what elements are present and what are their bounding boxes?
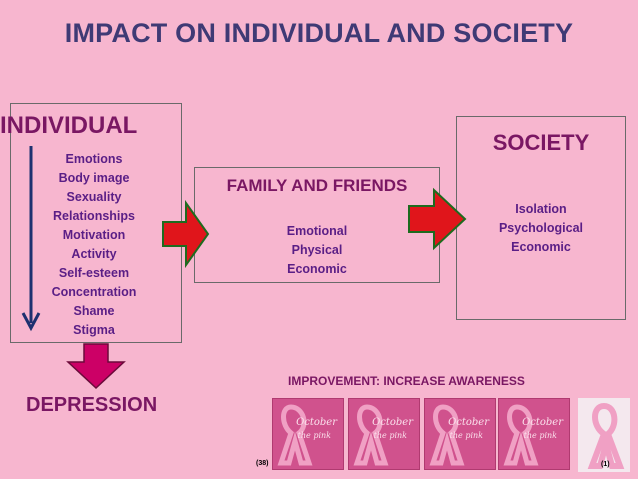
family-item: Physical (291, 243, 343, 257)
card-sub: the pink (449, 431, 483, 440)
card-brand: October (372, 417, 413, 428)
ribbon-icon (353, 404, 389, 466)
individual-item: Motivation (62, 228, 126, 242)
right-arrow-2 (408, 187, 467, 251)
card-brand: October (296, 417, 337, 428)
october-pink-card-4: October the pink (498, 398, 570, 470)
improvement-label: IMPROVEMENT: INCREASE AWARENESS (288, 374, 525, 388)
card-sub: the pink (373, 431, 407, 440)
family-heading: FAMILY AND FRIENDS (226, 176, 408, 195)
family-list: Emotional Physical Economic (194, 222, 440, 279)
citation-ribbon: (1) (601, 461, 610, 468)
society-item: Psychological (498, 221, 584, 235)
individual-list: Emotions Body image Sexuality Relationsh… (24, 150, 164, 340)
card-sub: the pink (523, 431, 557, 440)
down-line-arrow-head (21, 312, 41, 332)
society-heading: SOCIETY (492, 130, 590, 155)
society-item: Economic (511, 240, 571, 254)
ribbon-icon (429, 404, 465, 466)
card-brand: October (448, 417, 489, 428)
right-arrow-1 (162, 199, 210, 269)
individual-item: Shame (73, 304, 115, 318)
october-pink-card-3: October the pink (424, 398, 496, 470)
individual-item: Emotions (65, 152, 123, 166)
individual-item: Relationships (53, 209, 135, 223)
individual-item: Body image (58, 171, 130, 185)
individual-heading: INDIVIDUAL (0, 112, 138, 139)
individual-item: Concentration (51, 285, 137, 299)
family-item: Emotional (286, 224, 348, 238)
individual-item: Sexuality (66, 190, 122, 204)
ribbon-icon (503, 404, 539, 466)
ribbon-icon (277, 404, 313, 466)
society-list: Isolation Psychological Economic (456, 200, 626, 257)
slide-title: IMPACT ON INDIVIDUAL AND SOCIETY (64, 18, 574, 48)
pink-ribbon-image (578, 398, 630, 472)
individual-item: Self-esteem (58, 266, 130, 280)
pink-ribbon-icon (587, 402, 625, 469)
card-sub: the pink (297, 431, 331, 440)
individual-item: Activity (71, 247, 117, 261)
october-pink-card-1: October the pink (272, 398, 344, 470)
individual-item: Stigma (73, 323, 115, 337)
citation-cards: (38) (256, 460, 269, 467)
society-item: Isolation (515, 202, 567, 216)
depression-label: DEPRESSION (26, 394, 158, 416)
card-brand: October (522, 417, 563, 428)
down-block-arrow (66, 343, 126, 390)
family-item: Economic (287, 262, 347, 276)
october-pink-card-2: October the pink (348, 398, 420, 470)
